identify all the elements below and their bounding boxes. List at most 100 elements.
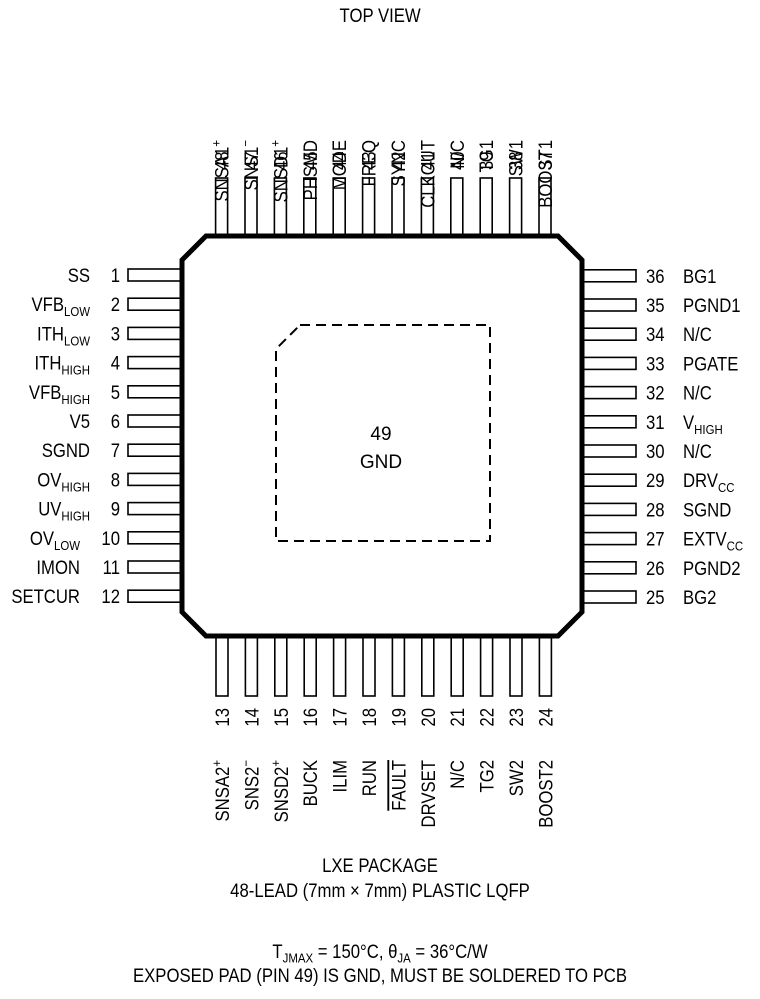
pin-8-number: 8	[111, 469, 120, 490]
pin-23-number: 23	[506, 708, 527, 727]
pin-5-number: 5	[111, 382, 120, 403]
pin-48-number: 48	[212, 151, 233, 170]
pin-28-number: 28	[646, 499, 665, 520]
exposed-pad-name: GND	[360, 452, 402, 473]
pin-label-bottom: BOOST2	[535, 760, 556, 828]
pin-41-number: 41	[417, 151, 438, 170]
pin-43-label: FREQ	[359, 140, 380, 186]
pin-24-label: BOOST2	[535, 760, 556, 828]
pin-label-right: EXTVCC	[683, 529, 743, 554]
pin-1-label: SS	[68, 265, 90, 286]
pin-label-left: VFBHIGH	[29, 382, 90, 407]
pin-label-left: SETCUR	[11, 586, 80, 607]
pin-label-bottom: N/C	[447, 760, 468, 789]
pin-label-top: CLKOUT	[417, 140, 438, 208]
pin-40-number: 40	[447, 151, 468, 170]
pin-13-label: SNSA2+	[209, 760, 233, 821]
pin-23-label: SW2	[506, 760, 527, 796]
pin-29-label: DRVCC	[683, 470, 735, 495]
pin-44-label: MODE	[329, 140, 350, 190]
pin-8-lead	[127, 472, 185, 487]
pin-27-lead	[579, 531, 637, 546]
pin-label-right: DRVCC	[683, 470, 735, 495]
pin-26-label: PGND2	[683, 558, 741, 579]
pin-28-lead	[579, 502, 637, 517]
pin-2-lead	[127, 297, 185, 312]
pin-3-label: ITHLOW	[37, 323, 90, 348]
pin-9-number: 9	[111, 499, 120, 520]
pin-20-label: DRVSET	[418, 760, 439, 828]
pin-4-label: ITHHIGH	[35, 353, 90, 378]
pin-label-right: N/C	[683, 383, 712, 404]
pin-35-number: 35	[646, 295, 665, 316]
pin-label-right: N/C	[683, 441, 712, 462]
pin-34-label: N/C	[683, 324, 712, 345]
exposed-pad-note: EXPOSED PAD (PIN 49) IS GND, MUST BE SOL…	[132, 966, 627, 987]
pin-40-label: N/C	[447, 140, 468, 169]
pin-label-right: PGND1	[683, 295, 741, 316]
pin-15-number: 15	[271, 708, 292, 727]
pin-label-top: SW1	[506, 140, 527, 176]
pin-20-number: 20	[418, 708, 439, 727]
pin-label-right: BG1	[683, 266, 716, 287]
pin-19-number: 19	[388, 708, 409, 727]
pin-label-top: N/C	[447, 140, 468, 169]
pin-30-number: 30	[646, 441, 665, 462]
pin-29-lead	[579, 473, 637, 488]
pin-27-number: 27	[646, 529, 665, 550]
pin-label-bottom: DRVSET	[418, 760, 439, 828]
pin-11-lead	[127, 560, 185, 574]
pin-label-top: PHSMD	[300, 140, 321, 200]
pin-30-lead	[579, 444, 637, 458]
pin-label-top: TG1	[476, 140, 497, 173]
pin-24-number: 24	[535, 708, 556, 727]
pin-39-number: 39	[476, 151, 497, 170]
pin-4-lead	[127, 355, 185, 370]
pin-4-number: 4	[111, 353, 120, 374]
pin-46-number: 46	[270, 151, 291, 170]
pin-5-lead	[127, 384, 185, 399]
package-body	[179, 233, 585, 639]
pin-32-label: N/C	[683, 383, 712, 404]
pin-38-number: 38	[506, 151, 527, 170]
pin-40-lead	[449, 177, 464, 239]
pin-42-number: 42	[388, 151, 409, 170]
pin-13-number: 13	[212, 708, 233, 727]
pin-19-label: FAULT	[388, 760, 409, 811]
pin-label-right: SGND	[683, 499, 731, 520]
pin-10-lead	[127, 530, 185, 545]
pin-34-number: 34	[646, 324, 665, 345]
pin-1-number: 1	[111, 265, 120, 286]
pin-33-lead	[579, 356, 637, 371]
pin-36-lead	[579, 268, 637, 283]
pin-18-label: RUN	[359, 760, 380, 796]
pin-label-bottom: TG2	[477, 760, 498, 793]
pin-label-bottom: ILIM	[330, 760, 351, 792]
pin-label-left: IMON	[36, 557, 80, 578]
pin-34-lead	[579, 327, 637, 342]
pin-label-left: ITHLOW	[37, 323, 90, 348]
pin-27-label: EXTVCC	[683, 529, 743, 554]
pin-7-number: 7	[111, 440, 120, 461]
pin-33-number: 33	[646, 353, 665, 374]
pin-3-number: 3	[111, 323, 120, 344]
pin-19-lead	[391, 633, 406, 697]
pin-15-lead	[273, 633, 288, 697]
pin-label-bottom: SNS2−	[239, 760, 263, 810]
pin-label-top: SNS1−	[238, 140, 262, 190]
pin-label-left: UVHIGH	[38, 499, 90, 524]
pin-leads	[127, 177, 637, 697]
pin-22-label: TG2	[477, 760, 498, 793]
pin-38-lead	[508, 177, 523, 239]
pin-label-right: VHIGH	[683, 412, 723, 437]
pin-29-number: 29	[646, 470, 665, 491]
pin-9-lead	[127, 501, 185, 516]
pin-32-number: 32	[646, 383, 665, 404]
pin-14-number: 14	[241, 708, 262, 727]
pin-label-bottom: BUCK	[300, 760, 321, 806]
pin-28-label: SGND	[683, 499, 731, 520]
pin-36-number: 36	[646, 266, 665, 287]
pin-47-label: SNS1−	[238, 140, 262, 190]
pin-label-right: BG2	[683, 587, 716, 608]
